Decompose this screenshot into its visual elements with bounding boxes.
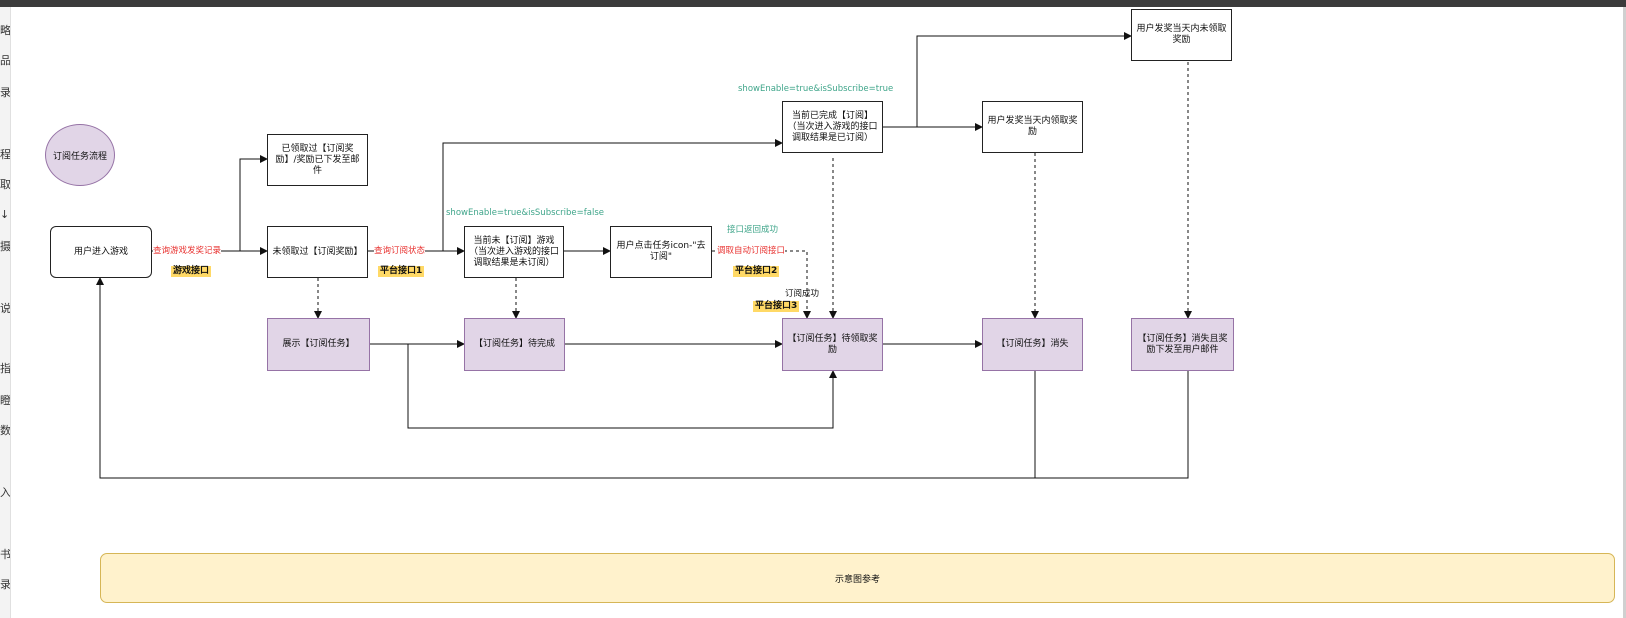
- edge-to-subscribed: [442, 139, 783, 251]
- gutter-char: 说: [0, 302, 11, 315]
- node-unclaimed-reward[interactable]: 未领取过【订阅奖励】: [267, 226, 368, 278]
- edge-show-loop-to-claim: [407, 344, 837, 429]
- gutter-char: 略: [0, 24, 11, 37]
- gutter-char: 书: [0, 548, 11, 561]
- node-not-claim-today[interactable]: 用户发奖当天内未领取奖励: [1131, 9, 1232, 61]
- node-click-task-icon[interactable]: 用户点击任务icon-"去订阅": [610, 226, 712, 278]
- gutter-char: 品: [0, 54, 11, 67]
- tag-platform-api2: 平台接口2: [733, 266, 780, 277]
- gutter-char: 入: [0, 486, 11, 499]
- edge-loop-return: [96, 277, 1189, 479]
- label-cond-true: showEnable=true&isSubscribe=true: [738, 84, 894, 94]
- right-scroll-edge[interactable]: [1623, 7, 1626, 618]
- label-sub-success: 订阅成功: [785, 289, 820, 299]
- tag-game-api: 游戏接口: [171, 266, 212, 277]
- tag-platform-api1: 平台接口1: [378, 266, 425, 277]
- gutter-char: 摄: [0, 240, 11, 253]
- gutter-char: 指: [0, 362, 11, 375]
- node-subscribed[interactable]: 当前已完成【订阅】（当次进入游戏的接口调取结果是已订阅）: [782, 101, 883, 153]
- node-claimed-reward[interactable]: 已领取过【订阅奖励】/奖励已下发至邮件: [267, 134, 368, 186]
- tag-platform-api3: 平台接口3: [753, 301, 800, 312]
- edge-to-claimed: [239, 155, 268, 251]
- node-task-vanish-mail[interactable]: 【订阅任务】消失且奖励下发至用户邮件: [1131, 318, 1234, 371]
- gutter-char: 程: [0, 148, 11, 161]
- flow-title-ellipse: 订阅任务流程: [45, 124, 115, 186]
- gutter-char: 瞪: [0, 394, 11, 407]
- node-enter-game[interactable]: 用户进入游戏: [50, 226, 152, 278]
- gutter-char: 取: [0, 178, 11, 191]
- window-top-bar: [0, 0, 1626, 7]
- node-show-task[interactable]: 展示【订阅任务】: [267, 318, 370, 371]
- gutter-char: ↓: [0, 208, 10, 221]
- gutter-char: 数: [0, 424, 11, 437]
- gutter-char: 录: [0, 578, 11, 591]
- node-task-to-claim[interactable]: 【订阅任务】待领取奖励: [782, 318, 883, 371]
- label-query-sub: 查询订阅状态: [374, 246, 426, 256]
- left-sidebar-clipped: 略 品 录 程 取 ↓ 摄 说 指 瞪 数 入 书 录: [0, 7, 11, 618]
- label-query-record: 查询游戏发奖记录: [153, 246, 222, 256]
- node-not-subscribed[interactable]: 当前未【订阅】游戏（当次进入游戏的接口调取结果是未订阅）: [464, 226, 564, 278]
- node-task-pending[interactable]: 【订阅任务】待完成: [464, 318, 565, 371]
- node-task-vanish[interactable]: 【订阅任务】消失: [982, 318, 1083, 371]
- reference-note: 示意图参考: [100, 553, 1615, 603]
- label-cond-false: showEnable=true&isSubscribe=false: [446, 208, 605, 218]
- gutter-char: 录: [0, 86, 11, 99]
- label-api-success: 接口返回成功: [727, 225, 779, 235]
- label-auto-sub: 调取自动订阅接口: [717, 246, 786, 256]
- node-claim-today[interactable]: 用户发奖当天内领取奖励: [982, 101, 1083, 153]
